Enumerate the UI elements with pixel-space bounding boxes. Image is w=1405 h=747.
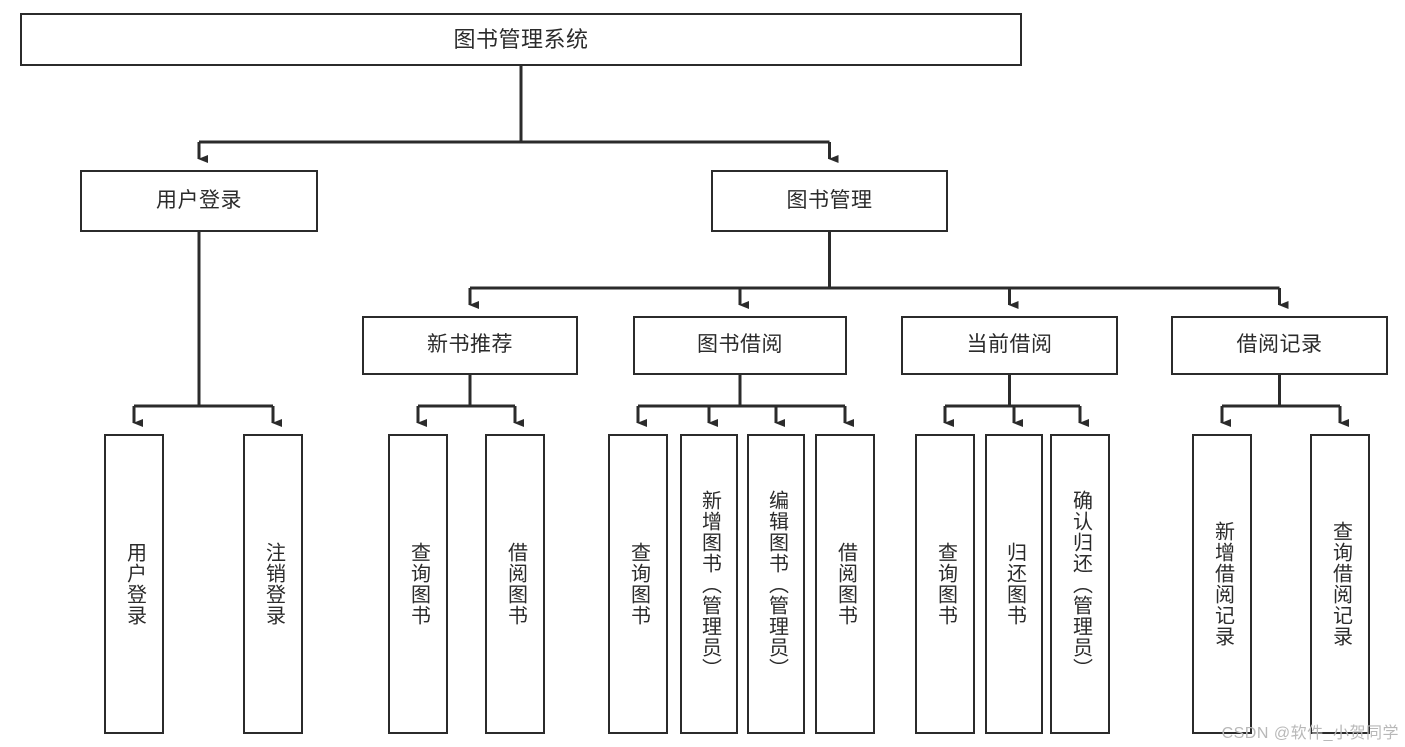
node-label: 当前借阅 bbox=[966, 333, 1053, 357]
node-book-management[interactable]: 图书管理 bbox=[711, 170, 948, 232]
node-leaf-query-borrow-record[interactable]: 查询借阅记录 bbox=[1310, 434, 1370, 734]
node-new-book-recommendation[interactable]: 新书推荐 bbox=[362, 316, 578, 375]
node-label: 图书管理系统 bbox=[453, 26, 589, 52]
node-label: 借阅记录 bbox=[1236, 333, 1323, 357]
node-leaf-edit-book-admin[interactable]: 编辑图书（管理员） bbox=[747, 434, 805, 734]
node-label: 注销登录 bbox=[262, 542, 285, 626]
node-book-borrowing[interactable]: 图书借阅 bbox=[633, 316, 847, 375]
node-label: 图书借阅 bbox=[697, 333, 783, 357]
node-leaf-confirm-return-admin[interactable]: 确认归还（管理员） bbox=[1050, 434, 1110, 734]
node-current-borrowing[interactable]: 当前借阅 bbox=[901, 316, 1118, 375]
node-label: 查询图书 bbox=[934, 542, 957, 626]
node-label: 新增图书（管理员） bbox=[698, 489, 721, 679]
node-label: 用户登录 bbox=[123, 542, 146, 626]
node-label: 用户登录 bbox=[156, 188, 242, 212]
node-leaf-add-book-admin[interactable]: 新增图书（管理员） bbox=[680, 434, 738, 734]
node-label: 编辑图书（管理员） bbox=[765, 489, 788, 679]
node-label: 新书推荐 bbox=[427, 333, 513, 357]
node-label: 查询借阅记录 bbox=[1329, 521, 1352, 647]
node-borrowing-record[interactable]: 借阅记录 bbox=[1171, 316, 1388, 375]
node-label: 查询图书 bbox=[627, 542, 650, 626]
node-leaf-return-book[interactable]: 归还图书 bbox=[985, 434, 1043, 734]
node-leaf-borrow-book-1[interactable]: 借阅图书 bbox=[485, 434, 545, 734]
csdn-watermark: CSDN @软件_小贺同学 bbox=[1221, 725, 1399, 742]
node-leaf-query-book-1[interactable]: 查询图书 bbox=[388, 434, 448, 734]
node-leaf-add-borrow-record[interactable]: 新增借阅记录 bbox=[1192, 434, 1252, 734]
node-label: 借阅图书 bbox=[504, 542, 527, 626]
node-leaf-logout[interactable]: 注销登录 bbox=[243, 434, 303, 734]
node-leaf-user-login[interactable]: 用户登录 bbox=[104, 434, 164, 734]
node-label: 图书管理 bbox=[786, 188, 873, 212]
node-root-book-management-system[interactable]: 图书管理系统 bbox=[20, 13, 1022, 66]
node-leaf-borrow-book-2[interactable]: 借阅图书 bbox=[815, 434, 875, 734]
node-label: 查询图书 bbox=[407, 542, 430, 626]
node-leaf-query-book-2[interactable]: 查询图书 bbox=[608, 434, 668, 734]
node-user-login[interactable]: 用户登录 bbox=[80, 170, 318, 232]
node-leaf-query-book-3[interactable]: 查询图书 bbox=[915, 434, 975, 734]
node-label: 借阅图书 bbox=[834, 542, 857, 626]
node-label: 确认归还（管理员） bbox=[1069, 489, 1092, 679]
node-label: 归还图书 bbox=[1003, 542, 1026, 626]
node-label: 新增借阅记录 bbox=[1211, 521, 1234, 647]
